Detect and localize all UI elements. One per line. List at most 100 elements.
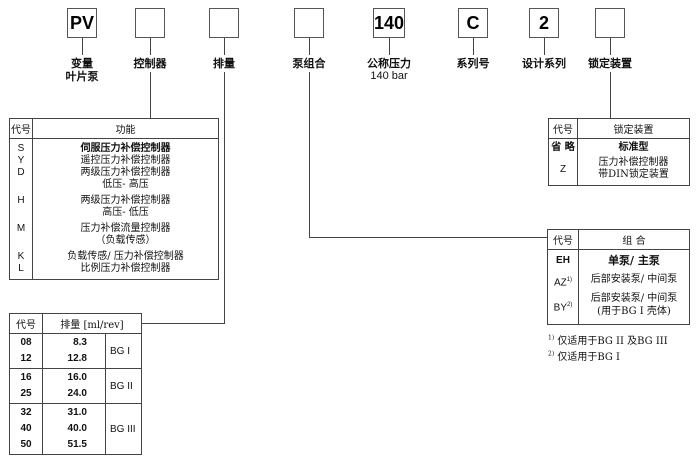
value-24-0: 24.0	[67, 388, 87, 399]
code-25: 25	[20, 388, 32, 399]
code-text: BY	[553, 302, 567, 314]
header-code: 代号	[9, 118, 33, 139]
lock-standard: 标准型	[618, 142, 649, 153]
code-D: D	[17, 167, 25, 178]
connector-displacement	[224, 72, 225, 324]
lock-z-line2: 带DIN锁定装置	[598, 169, 669, 180]
footnote-text: 仅适用于BG I	[557, 352, 621, 363]
size-bg3: BG III	[105, 403, 142, 455]
footnote-mark: 2)	[548, 350, 555, 358]
combo-by-line1: 后部安装泵/ 中间泵	[590, 293, 678, 304]
label-pressure: 公称压力 140 bar	[359, 57, 419, 83]
connector-line	[82, 38, 83, 55]
footnote-ref: 2)	[567, 302, 573, 309]
function-two-stage-1-note: 低压- 高压	[102, 179, 149, 190]
label-pump-type: 变量 叶片泵	[60, 57, 104, 83]
code-box-combination[interactable]	[294, 8, 324, 38]
label-design: 设计系列	[522, 57, 566, 70]
function-two-stage-2-note: 高压- 低压	[102, 207, 149, 218]
header-code: 代号	[548, 118, 578, 139]
header-displacement: 排量 [ml/rev]	[42, 313, 142, 334]
value-31-0: 31.0	[67, 407, 87, 418]
code-omit: 省 略	[551, 142, 575, 153]
code-32: 32	[20, 407, 32, 418]
value-16-0: 16.0	[67, 372, 87, 383]
function-load-sensing: 负载传感/ 压力补偿控制器	[67, 251, 184, 262]
code-EH: EH	[556, 255, 570, 266]
value-51-5: 51.5	[67, 439, 87, 450]
lock-table: 代号 锁定装置 省 略 Z 标准型 压力补偿控制器 带DIN锁定装置	[548, 118, 690, 186]
function-proportional: 比例压力补偿控制器	[80, 263, 171, 274]
label-text: 变量	[71, 57, 93, 70]
label-displacement: 排量	[213, 57, 235, 70]
combo-az: 后部安装泵/ 中间泵	[590, 274, 678, 285]
code-08: 08	[20, 337, 32, 348]
code-16: 16	[20, 372, 32, 383]
header-combination: 组 合	[578, 229, 690, 250]
function-flow: 压力补偿流量控制器	[80, 223, 171, 234]
code-box-pump-type: PV	[67, 8, 97, 38]
displacement-table: 代号 排量 [ml/rev] 08 12 8.3 12.8 BG I 16 25…	[9, 313, 142, 455]
size-bg2: BG II	[105, 368, 142, 404]
connector-controller	[150, 72, 151, 118]
footnote-2: 2) 仅适用于BG I	[548, 348, 620, 363]
connector-line	[224, 38, 225, 55]
footnote-mark: 1)	[548, 334, 555, 342]
code-box-lock[interactable]	[595, 8, 625, 38]
code-S: S	[17, 143, 25, 154]
function-two-stage-1: 两级压力补偿控制器	[80, 167, 171, 178]
connector-line	[309, 38, 310, 55]
value-12-8: 12.8	[67, 353, 87, 364]
footnote-1: 1) 仅适用于BG II 及BG III	[548, 332, 668, 347]
connector-line	[473, 38, 474, 55]
lock-z-line1: 压力补偿控制器	[598, 157, 669, 168]
connector-line	[544, 38, 545, 55]
code-12: 12	[20, 353, 32, 364]
code-BY: BY2)	[548, 298, 578, 315]
function-remote: 遥控压力补偿控制器	[80, 155, 171, 166]
footnote-ref: 1)	[566, 277, 573, 283]
function-flow-note: （负载传感）	[95, 235, 156, 246]
code-text: AZ	[553, 277, 567, 289]
label-text: 公称压力	[367, 57, 411, 70]
code-box-displacement[interactable]	[209, 8, 239, 38]
header-code: 代号	[547, 229, 579, 250]
code-Y: Y	[17, 155, 25, 166]
connector-combination-h	[309, 237, 547, 238]
value-40-0: 40.0	[67, 423, 87, 434]
header-function: 功能	[32, 118, 219, 139]
code-box-pressure: 140	[373, 8, 405, 38]
connector-lock	[610, 72, 611, 118]
footnote-text: 仅适用于BG II 及BG III	[557, 336, 668, 347]
code-50: 50	[20, 439, 32, 450]
function-two-stage-2: 两级压力补偿控制器	[80, 195, 171, 206]
code-L: L	[18, 263, 24, 274]
connector-line	[389, 38, 390, 55]
code-box-series: C	[458, 8, 488, 38]
code-M: M	[16, 223, 26, 234]
connector-line	[610, 38, 611, 55]
code-40: 40	[20, 423, 32, 434]
code-AZ: AZ1)	[548, 273, 578, 298]
function-servo: 伺服压力补偿控制器	[80, 143, 171, 154]
combo-single: 单泵/ 主泵	[608, 254, 660, 267]
label-text-2: 叶片泵	[65, 70, 99, 83]
connector-line	[150, 38, 151, 55]
combination-table: 代号 组 合 EH AZ1) BY2) 单泵/ 主泵 后部安装泵/ 中间泵 后部…	[547, 229, 690, 325]
combo-by-line2: (用于BG Ⅰ 壳体)	[597, 306, 671, 317]
label-lock: 锁定装置	[588, 57, 632, 70]
label-controller: 控制器	[133, 57, 167, 70]
code-Z: Z	[559, 164, 567, 175]
label-series: 系列号	[456, 57, 490, 70]
code-box-design: 2	[529, 8, 559, 38]
size-bg1: BG I	[105, 333, 142, 369]
controller-table: 代号 功能 S Y D H M K L 伺服压力补偿控制器 遥控压力补偿控制器 …	[9, 118, 219, 280]
value-8-3: 8.3	[73, 337, 87, 348]
header-code: 代号	[9, 313, 43, 334]
code-K: K	[17, 251, 25, 262]
connector-combination	[309, 72, 310, 238]
header-lock: 锁定装置	[577, 118, 690, 139]
label-text-2: 140 bar	[370, 70, 408, 82]
code-box-controller[interactable]	[135, 8, 165, 38]
label-combination: 泵组合	[292, 57, 326, 70]
